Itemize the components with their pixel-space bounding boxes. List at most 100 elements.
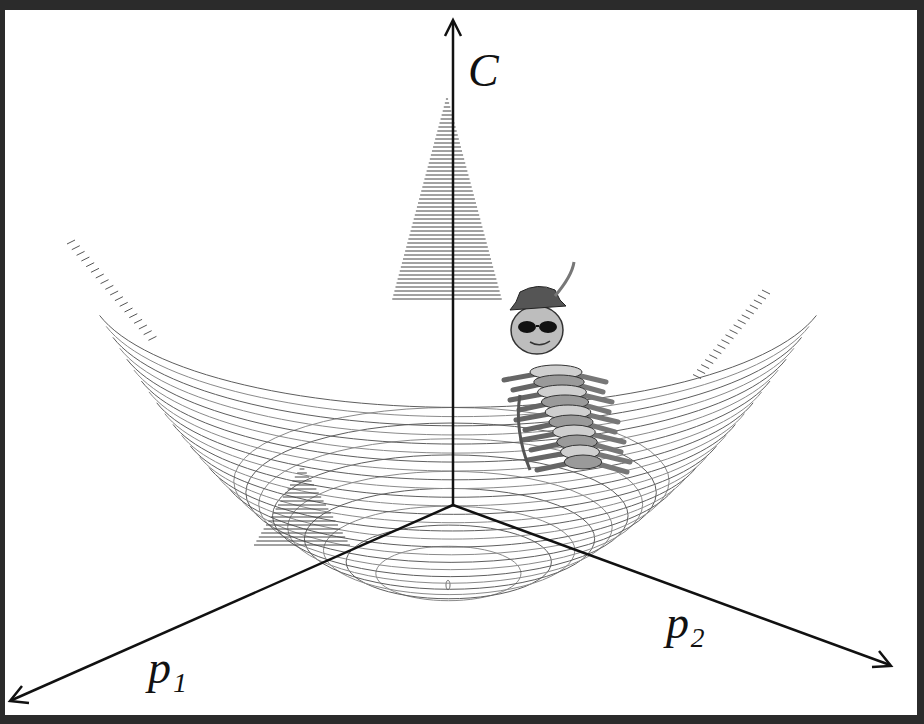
peak-hatch-line (403, 259, 491, 260)
peak-hatch-line (288, 489, 317, 490)
sunglasses-bridge (536, 325, 539, 327)
vertical-axis-label: C (468, 48, 499, 94)
peak-hatch-line (401, 267, 493, 268)
rim-hatch (96, 274, 104, 278)
peak-hatch-line (424, 179, 469, 180)
contour-line (113, 337, 802, 425)
contour-line (446, 580, 450, 589)
rim-hatch (726, 335, 734, 339)
rim-hatch (705, 360, 713, 364)
rim-hatch (129, 314, 137, 318)
peak-hatch-line (398, 279, 497, 280)
peak-hatch-line (397, 283, 498, 284)
p2-axis (453, 505, 890, 665)
horizontal-axis-label: p₂ (666, 600, 705, 646)
rim-hatch (713, 350, 721, 354)
peak-hatch-line (407, 243, 486, 244)
rim-hatch (730, 330, 738, 334)
contour-line (106, 326, 809, 416)
peak-hatch-line (295, 477, 309, 478)
contour-line (157, 403, 753, 480)
rim-hatch (77, 251, 85, 255)
peak-hatch-line (433, 147, 461, 148)
rim-hatch (717, 345, 725, 349)
contour-line (259, 439, 643, 570)
peak-hatch-line (409, 235, 484, 236)
peak-hatch-line (271, 517, 333, 518)
peak-hatch-line (415, 215, 479, 216)
rim-hatch (701, 365, 709, 369)
peak-hatch-line (276, 509, 329, 510)
rim-hatch (738, 320, 746, 324)
peak-hatch-line (431, 155, 463, 156)
peak-hatch-line (414, 219, 481, 220)
centipede-head (511, 306, 563, 354)
peak-hatch-line (413, 223, 482, 224)
axes (10, 20, 891, 703)
peak-hatch-line (273, 513, 331, 514)
peak-hatch-line (419, 199, 475, 200)
canvas-ground (5, 10, 917, 715)
peak-hatch-line (427, 171, 468, 172)
rim-hatch (120, 302, 128, 306)
peak-hatch-line (435, 139, 459, 140)
peak-hatch-line (392, 299, 501, 300)
peak-hatch-line (254, 545, 350, 546)
rim-hatch (105, 285, 113, 289)
rim-hatch (754, 300, 762, 304)
peak-hatch-line (426, 175, 469, 176)
peak-hatch-line (395, 287, 498, 288)
peak-hatch-line (264, 529, 341, 530)
peak-hatch-line (406, 247, 488, 248)
axis-arrowhead (872, 651, 891, 667)
rim-hatch (72, 246, 80, 250)
smile (530, 341, 550, 345)
contour-line (100, 315, 817, 407)
rim-hatch (134, 319, 142, 323)
contour-line (234, 407, 669, 554)
rim-hatch (125, 308, 133, 312)
contour-line (165, 414, 745, 489)
peak-hatch-line (445, 103, 449, 104)
rim-hatch (734, 325, 742, 329)
peak-hatch-line (444, 107, 450, 108)
contour-line (127, 359, 786, 444)
peak-hatch-line (285, 493, 319, 494)
peak-hatch-line (420, 195, 474, 196)
peak-hatch-line (292, 481, 311, 482)
rim-hatch (139, 325, 147, 329)
peak-hatch-line (412, 227, 483, 228)
contour-line (323, 506, 574, 594)
peak-hatch-line (446, 99, 448, 100)
rim-hatch (750, 305, 758, 309)
peak-hatch-line (421, 191, 473, 192)
peak-hatch-line (423, 183, 470, 184)
peak-hatch-line (394, 291, 499, 292)
peak-hatch-line (411, 231, 484, 232)
rim-hatch (148, 336, 156, 340)
peak-hatch-line (280, 501, 323, 502)
axis-arrowhead (10, 686, 29, 703)
rim-hatch (693, 375, 701, 379)
rim-hatch (746, 310, 754, 314)
peak-hatch-line (261, 533, 343, 534)
peak-hatch-line (399, 275, 496, 276)
peak-hatch-line (297, 473, 307, 474)
rim-hatch (721, 340, 729, 344)
rim-hatch (81, 257, 89, 261)
p1-axis (12, 505, 453, 700)
peak-hatch-line (418, 203, 476, 204)
rim-hatch (762, 290, 770, 294)
bowl-contours (67, 240, 816, 601)
peak-hatch-line (393, 295, 500, 296)
peak-hatch-line (256, 541, 347, 542)
rim-hatch (709, 355, 717, 359)
peak-hatch-line (442, 115, 453, 116)
rim-hatch (144, 331, 152, 335)
peak-hatch-line (400, 271, 494, 272)
peak-hatch-line (441, 119, 454, 120)
peak-hatch-line (404, 255, 490, 256)
rim-hatch (67, 240, 75, 244)
peak-hatch-line (408, 239, 485, 240)
